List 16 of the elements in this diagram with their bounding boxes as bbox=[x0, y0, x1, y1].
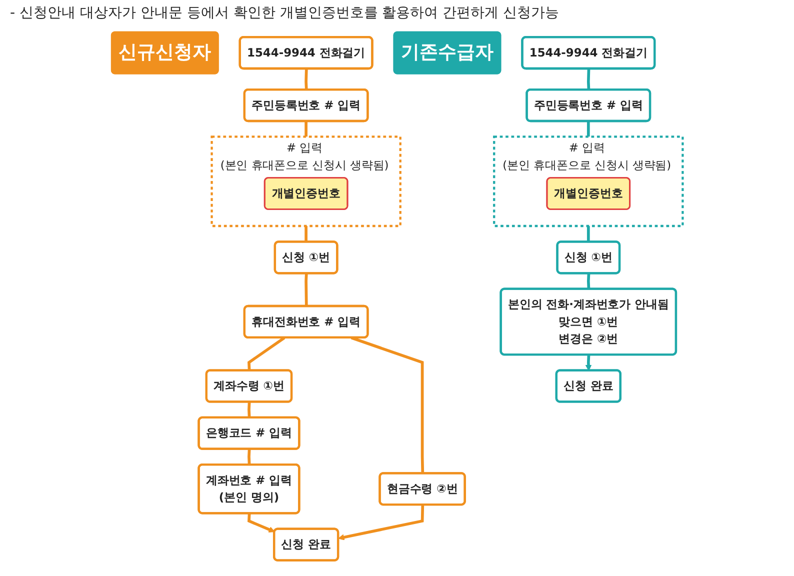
connector bbox=[350, 336, 424, 474]
arrow bbox=[338, 504, 424, 540]
arrow bbox=[585, 354, 592, 371]
connector bbox=[248, 449, 251, 465]
connector bbox=[248, 336, 286, 371]
connector bbox=[304, 121, 308, 137]
connector bbox=[304, 68, 308, 90]
connector bbox=[586, 226, 590, 242]
title: - 신청안내 대상자가 안내문 등에서 확인한 개별인증번호를 활용하여 간편하게 신청가능 bbox=[9, 4, 560, 23]
connector bbox=[586, 121, 590, 137]
connector bbox=[304, 226, 308, 242]
connector bbox=[248, 402, 251, 418]
connector bbox=[304, 273, 308, 306]
connector bbox=[586, 273, 590, 290]
connector bbox=[586, 68, 590, 90]
arrow bbox=[248, 513, 275, 532]
